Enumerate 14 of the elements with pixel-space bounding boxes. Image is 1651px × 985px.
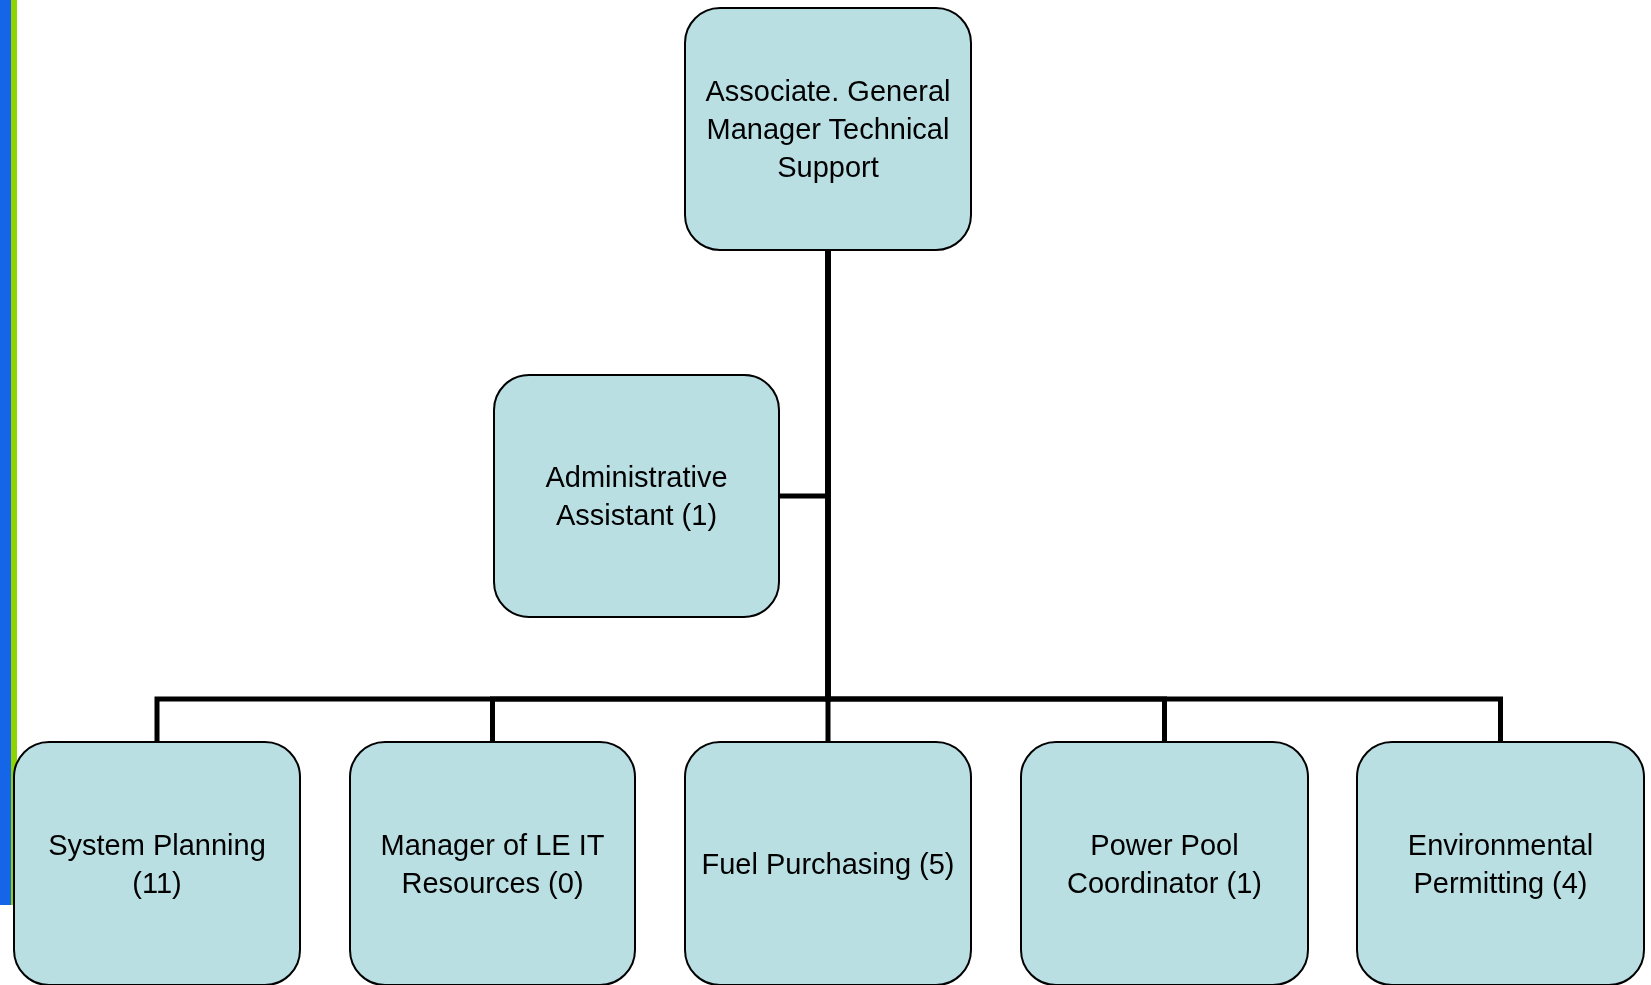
role-title: Fuel Purchasing (5) — [701, 846, 955, 882]
role-title: System Planning (11) — [47, 827, 267, 901]
org-box — [684, 741, 972, 985]
role-title: Manager of LE IT Resources (0) — [379, 827, 606, 901]
role-title: Environmental Permitting (4) — [1406, 827, 1595, 901]
org-box — [493, 374, 780, 618]
org-box — [684, 7, 972, 251]
role-title: Associate. General Manager Technical Support — [704, 74, 952, 185]
org-box — [13, 741, 301, 985]
org-box — [1356, 741, 1645, 985]
org-box — [1020, 741, 1309, 985]
role-title: Power Pool Coordinator (1) — [1066, 827, 1263, 901]
org-box — [349, 741, 636, 985]
role-title: Administrative Assistant (1) — [544, 460, 729, 533]
